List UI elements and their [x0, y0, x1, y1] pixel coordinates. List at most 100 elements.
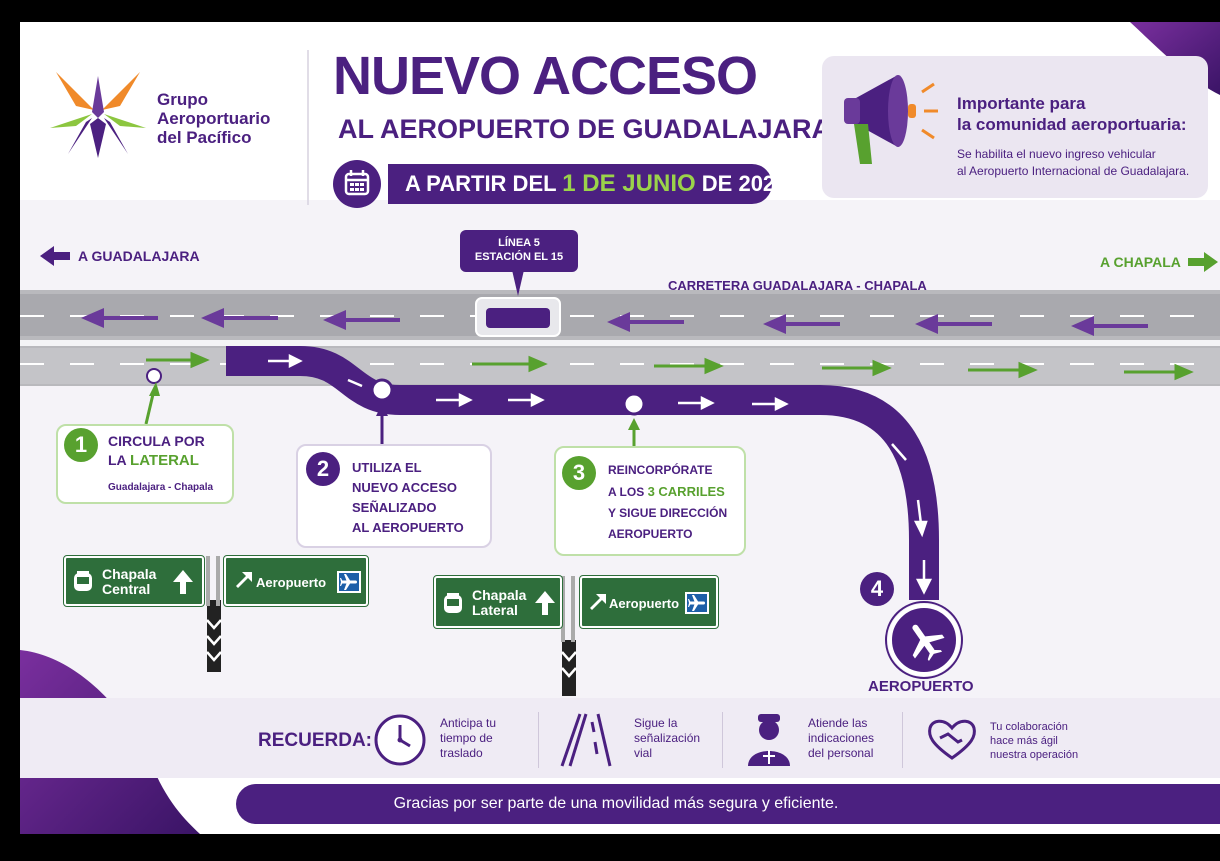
arrow-left-icon [40, 246, 70, 266]
airplane-sign-icon [337, 571, 361, 593]
date-text: A PARTIR DEL 1 DE JUNIO DE 2026 [405, 170, 787, 198]
step3-line: REINCORPÓRATE [608, 463, 713, 477]
reminder-line: indicaciones [808, 731, 875, 745]
sign-left-text: Chapala Central [102, 567, 156, 597]
reminder-line: Anticipa tu [440, 716, 497, 730]
notice-title-line: Importante para [957, 94, 1086, 113]
reminder-line: traslado [440, 746, 483, 760]
step1-line: CIRCULA POR [108, 433, 205, 449]
reminder-item-collaboration: Tu colaboración hace más ágil nuestra op… [990, 720, 1078, 762]
reminder-item-signage: Sigue la señalización vial [634, 716, 700, 761]
sign-right-text: Aeropuerto [609, 596, 680, 611]
sign-line: Chapala [102, 566, 157, 582]
reminder-line: tiempo de [440, 731, 493, 745]
step2-marker [370, 378, 394, 402]
arrow-up-icon [173, 570, 193, 594]
gap-logo-icon [50, 72, 146, 158]
logo-line: del Pacífico [157, 128, 252, 147]
train-icon [486, 308, 550, 328]
sign-line: Lateral [472, 602, 518, 618]
logo-line: Grupo [157, 90, 208, 109]
step1-number: 1 [64, 428, 98, 462]
sign-line: Central [102, 581, 151, 597]
calendar-badge [333, 160, 381, 208]
reminder-item-staff: Atiende las indicaciones del personal [808, 716, 874, 761]
airplane-sign-icon [685, 592, 709, 614]
date-banner [388, 164, 772, 204]
step4-number: 4 [860, 572, 894, 606]
logo-text: Grupo Aeroportuario del Pacífico [157, 90, 270, 147]
step3-line-prefix: A LOS [608, 485, 648, 499]
date-suffix: DE 2026 [701, 171, 788, 196]
megaphone-icon [844, 75, 938, 164]
arrow-up-right-icon [236, 572, 252, 588]
logo-line: Aeroportuario [157, 109, 271, 128]
airplane-icon [912, 624, 945, 661]
reminder-item-time: Anticipa tu tiempo de traslado [440, 716, 496, 761]
page-subtitle: AL AEROPUERTO DE GUADALAJARA [338, 114, 832, 144]
step1-marker [146, 368, 162, 384]
notice-title-line: la comunidad aeroportuaria: [957, 115, 1187, 134]
step2-number: 2 [306, 452, 340, 486]
reminder-line: señalización [634, 731, 701, 745]
step3-highlight: 3 CARRILES [647, 484, 725, 499]
sign-left-text: Chapala Lateral [472, 588, 526, 618]
station-line: LÍNEA 5 [498, 237, 540, 249]
arrow-up-right-icon [590, 594, 606, 610]
step1-panel [56, 424, 234, 504]
divider [722, 712, 723, 768]
airport-access-route [226, 346, 939, 600]
reminder-line: del personal [808, 746, 874, 760]
arrow-right-icon [1188, 252, 1218, 272]
step2-line: NUEVO ACCESO [352, 480, 457, 495]
step2-line: AL AEROPUERTO [352, 520, 464, 535]
eastbound-arrows [146, 351, 1194, 381]
bus-icon [444, 593, 462, 613]
step3-line: Y SIGUE DIRECCIÓN [608, 506, 728, 520]
step1-note: Guadalajara - Chapala [108, 482, 214, 493]
step3-number: 3 [562, 456, 596, 490]
station-label: LÍNEA 5 ESTACIÓN EL 15 [460, 236, 578, 264]
footer-banner [236, 784, 1220, 824]
handshake-heart-icon [928, 719, 976, 760]
footer-text: Gracias por ser parte de una movilidad m… [393, 795, 839, 812]
date-prefix: A PARTIR DEL [405, 171, 557, 196]
step3-text: REINCORPÓRATE A LOS 3 CARRILES Y SIGUE D… [608, 460, 727, 545]
to-guadalajara-label: A GUADALAJARA [78, 248, 200, 264]
road-name-label: CARRETERA GUADALAJARA - CHAPALA [668, 278, 927, 293]
notice-body-line: Se habilita el nuevo ingreso vehicular [957, 147, 1156, 161]
divider [902, 712, 903, 768]
date-highlight: 1 DE JUNIO [562, 170, 696, 197]
reminder-label: RECUERDA: [258, 730, 372, 751]
airport-label: AEROPUERTO [868, 678, 974, 695]
page-title: NUEVO ACCESO [333, 46, 758, 106]
sign-aeropuerto-1: Aeropuerto [223, 555, 369, 607]
step3-marker [622, 392, 646, 416]
station-callout [460, 230, 578, 272]
step3-line: AEROPUERTO [608, 527, 693, 541]
bus-icon [74, 571, 92, 591]
to-chapala-label: A CHAPALA [1100, 254, 1181, 270]
westbound-arrows [81, 307, 1148, 337]
route-arrows [268, 353, 933, 595]
reminder-line: hace más ágil [990, 735, 1058, 747]
step2-panel [296, 444, 492, 548]
reminder-line: Sigue la [634, 716, 678, 730]
step1-highlight: LATERAL [130, 452, 199, 469]
step2-text: UTILIZA EL NUEVO ACCESO SEÑALIZADO AL AE… [352, 458, 464, 538]
notice-body-line: al Aeropuerto Internacional de Guadalaja… [957, 164, 1190, 178]
sign-chapala-central: Chapala Central [63, 555, 205, 607]
reminder-line: Atiende las [808, 716, 868, 730]
staff-icon [748, 714, 790, 766]
step2-line: UTILIZA EL [352, 460, 422, 475]
sign-line: Chapala [472, 587, 527, 603]
reminder-line: nuestra operación [990, 749, 1079, 761]
reminder-line: vial [634, 746, 653, 760]
step1-text: CIRCULA POR LA LATERAL [108, 432, 205, 470]
clock-icon [374, 714, 426, 766]
step1-line-prefix: LA [108, 452, 131, 468]
sign-right-text: Aeropuerto [256, 575, 327, 590]
